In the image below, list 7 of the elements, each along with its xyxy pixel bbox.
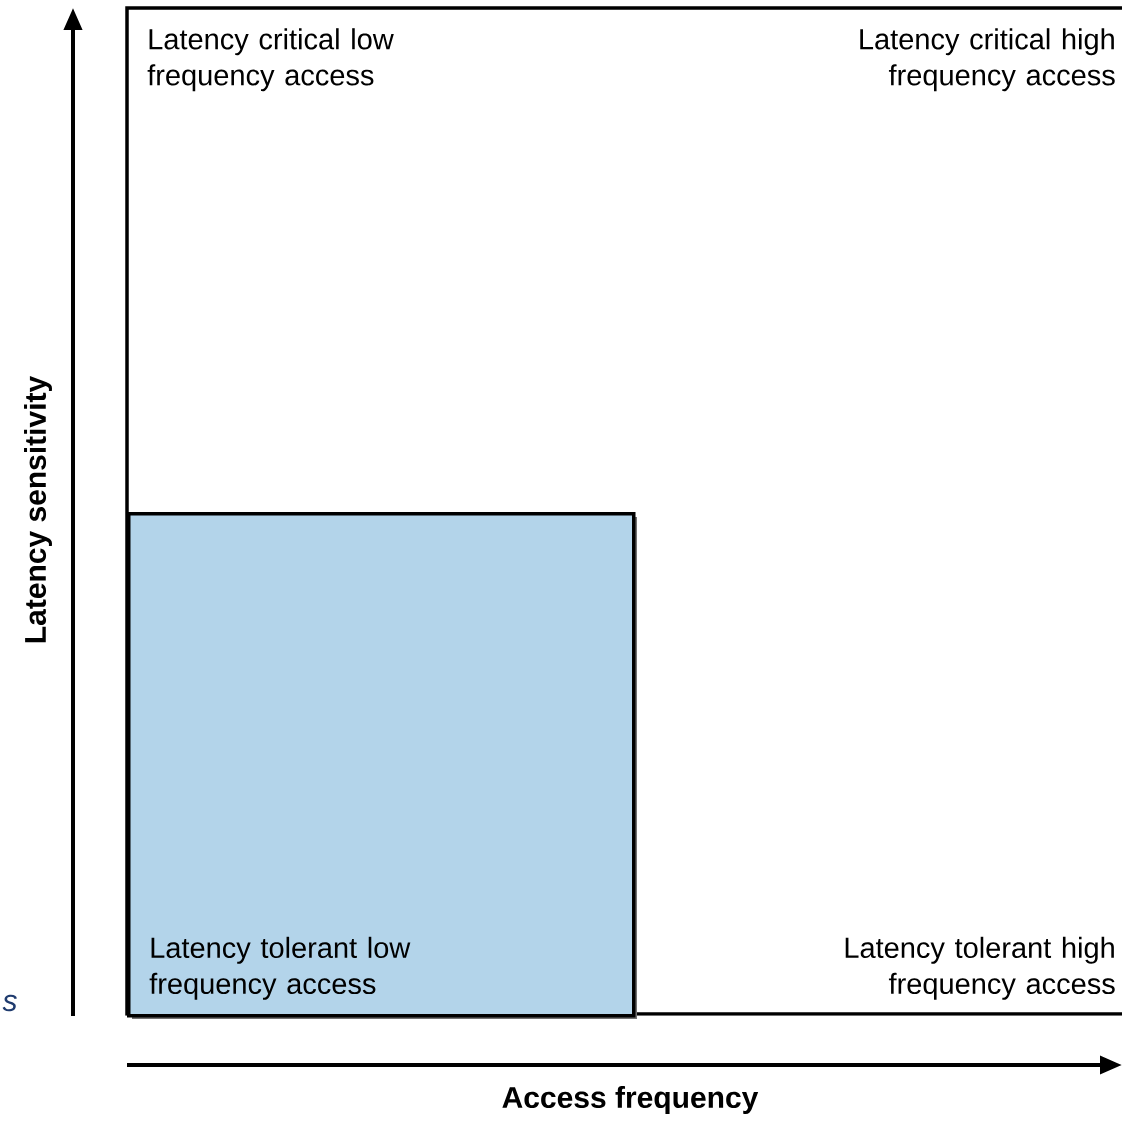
text-fragment: s: [2, 994, 17, 1012]
axis-label: Access frequency: [502, 1086, 759, 1114]
quadrant-label: Latency critical high frequency access: [860, 28, 1115, 92]
axis-label: Latency sensitivity: [24, 375, 52, 643]
highlight-box: Latency tolerant low frequency access: [127, 512, 637, 1019]
quadrant-label: Latency critical low frequency access: [147, 28, 394, 92]
quadrant-label: Latency tolerant high frequency access: [845, 936, 1115, 1000]
